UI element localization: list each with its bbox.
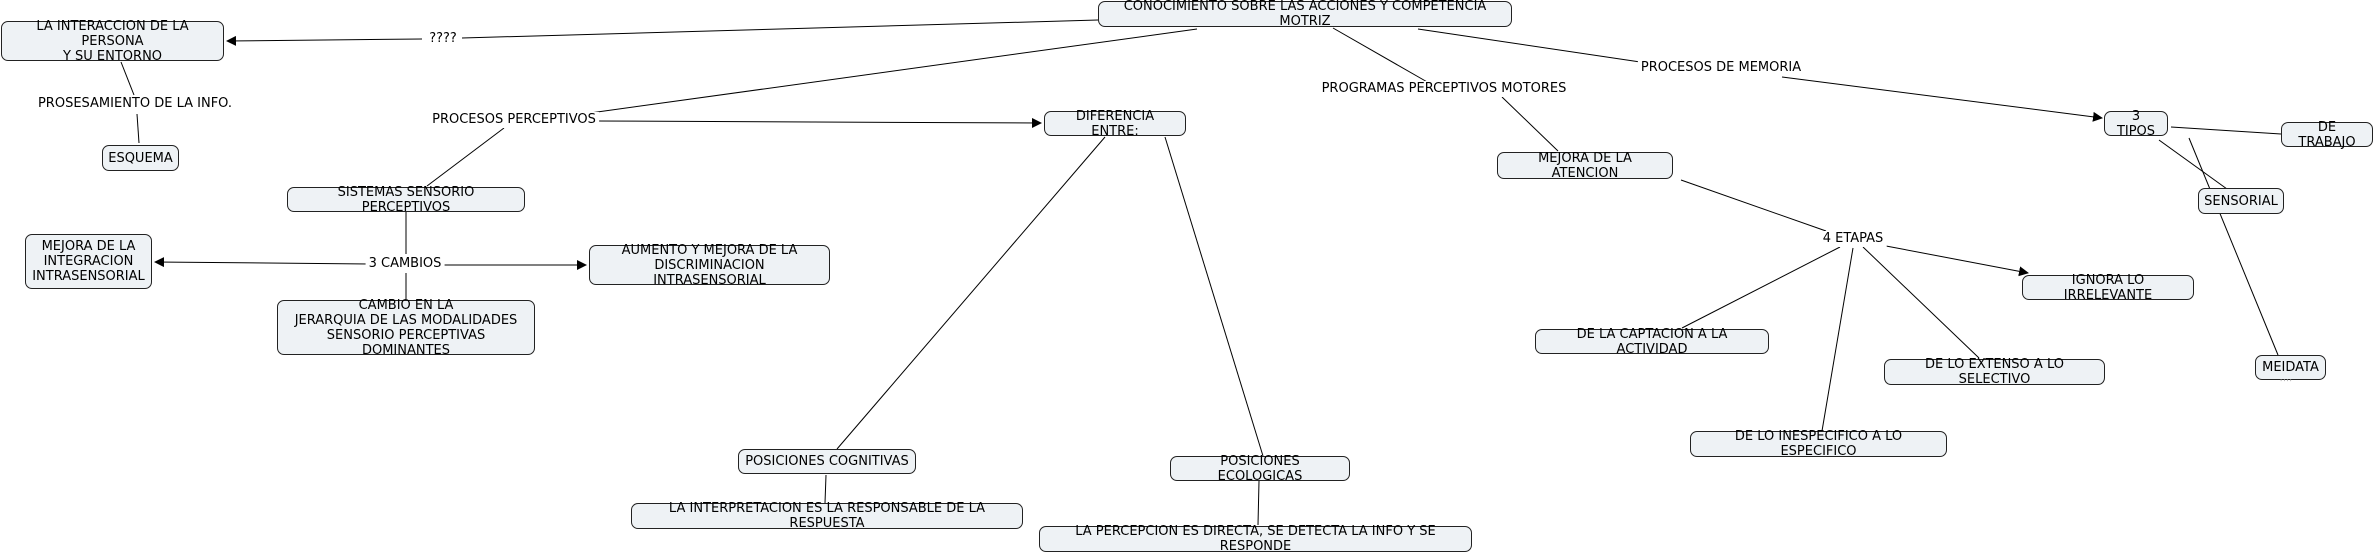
link-memoria-tipos xyxy=(1781,76,2103,122)
link-root-programas xyxy=(1332,27,1430,84)
phrase-procesos-perceptivos: PROCESOS PERCEPTIVOS xyxy=(429,112,599,128)
link-root-memoria xyxy=(1417,28,1648,64)
phrase-procesos-memoria: PROCESOS DE MEMORIA xyxy=(1637,60,1805,76)
link-etapas-captacion xyxy=(1681,246,1841,329)
node-integracion[interactable]: MEJORA DE LA INTEGRACION INTRASENSORIAL xyxy=(25,234,152,289)
node-interpretacion[interactable]: LA INTERPRETACION ES LA RESPONSABLE DE L… xyxy=(631,501,1023,531)
node-ignora[interactable]: IGNORA LO IRRELEVANTE xyxy=(2022,273,2194,303)
link-pros-esquema xyxy=(136,113,140,144)
node-inespecifico[interactable]: DE LO INESPECIFICO A LO ESPECIFICO xyxy=(1690,429,1947,459)
node-pos-ecologicas[interactable]: POSICIONES ECOLOGICAS xyxy=(1170,454,1350,484)
link-etapas-ignora xyxy=(1885,245,2029,277)
link-pp-sistemas xyxy=(426,127,505,187)
link-tipos-meidata xyxy=(2188,137,2279,356)
collapsed-indicator: '''' xyxy=(2280,378,2293,387)
link-programas-atencion xyxy=(1501,96,1559,152)
node-meidata[interactable]: MEIDATA xyxy=(2255,355,2326,380)
phrase-prosesamiento: PROSESAMIENTO DE LA INFO. xyxy=(34,96,236,112)
link-q-interaccion xyxy=(226,35,423,46)
node-jerarquia[interactable]: CAMBIO EN LA JERARQUIA DE LAS MODALIDADE… xyxy=(277,298,535,358)
node-root[interactable]: CONOCIMIENTO SOBRE LAS ACCIONES Y COMPET… xyxy=(1098,0,1512,29)
node-trabajo[interactable]: DE TRABAJO xyxy=(2281,120,2373,150)
link-diferencia-ecologicas xyxy=(1164,136,1264,457)
link-tipos-trabajo xyxy=(2170,126,2282,135)
phrase-programas: PROGRAMAS PERCEPTIVOS MOTORES xyxy=(1318,81,1570,97)
link-pp-diferencia xyxy=(595,117,1042,128)
node-pos-cognitivas[interactable]: POSICIONES COGNITIVAS xyxy=(738,449,916,474)
node-sensorial[interactable]: SENSORIAL xyxy=(2198,188,2284,214)
link-atencion-etapas xyxy=(1680,179,1827,232)
link-cognitivas-interpretacion xyxy=(824,474,827,504)
node-percepcion[interactable]: LA PERCEPCION ES DIRECTA, SE DETECTA LA … xyxy=(1039,524,1472,554)
link-root-q xyxy=(461,19,1099,39)
link-interaccion-pros xyxy=(120,61,135,96)
phrase-tres-cambios: 3 CAMBIOS xyxy=(365,256,445,272)
phrase-cuatro-etapas: 4 ETAPAS xyxy=(1819,231,1887,247)
node-aumento[interactable]: AUMENTO Y MEJORA DE LA DISCRIMINACION IN… xyxy=(589,243,830,288)
link-tipos-sensorial xyxy=(2158,139,2228,190)
node-extenso[interactable]: DE LO EXTENSO A LO SELECTIVO xyxy=(1884,357,2105,387)
node-captacion[interactable]: DE LA CAPTACION A LA ACTIVIDAD xyxy=(1535,327,1769,357)
link-cambios-integracion xyxy=(154,257,370,268)
link-diferencia-cognitivas xyxy=(836,136,1106,450)
node-esquema[interactable]: ESQUEMA xyxy=(102,145,179,171)
link-etapas-inespecifico xyxy=(1821,247,1854,432)
node-atencion[interactable]: MEJORA DE LA ATENCION xyxy=(1497,151,1673,181)
link-etapas-extenso xyxy=(1862,246,1980,359)
node-sistemas[interactable]: SISTEMAS SENSORIO PERCEPTIVOS xyxy=(287,185,525,215)
node-interaccion[interactable]: LA INTERACCION DE LA PERSONA Y SU ENTORN… xyxy=(1,19,224,64)
node-diferencia[interactable]: DIFERENCIA ENTRE: xyxy=(1044,109,1186,139)
link-ecologicas-percepcion xyxy=(1257,480,1260,526)
link-root-pp xyxy=(589,28,1198,114)
phrase-q: ???? xyxy=(426,31,460,47)
node-tres-tipos[interactable]: 3 TIPOS xyxy=(2104,109,2168,139)
